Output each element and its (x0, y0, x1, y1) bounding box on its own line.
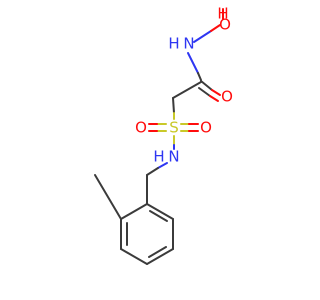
bond-n-ch2-benzyl (157, 162, 168, 169)
atom-o-sulfonyl-left: O (135, 119, 147, 137)
bond-n-ch2-benzyl-dark (146, 167, 159, 176)
bond-n-c-amide (187, 52, 199, 74)
atom-n-sulfonamide: N (168, 148, 179, 166)
bond-n-oh-o-half (210, 24, 221, 32)
ring-double-2 (148, 246, 167, 258)
molecule-structure: H O O H N O O S O H N (94, 5, 233, 265)
bond-ring-methyl (94, 174, 122, 220)
atom-h-top: H (217, 5, 228, 23)
bond-carbonyl-1-red (211, 89, 221, 96)
ring-bond-6 (120, 203, 148, 220)
bond-carbonyl-2 (198, 87, 211, 97)
atom-n-amide: N (183, 35, 194, 53)
ring-bond-4 (120, 248, 148, 265)
bond-carbonyl-2-red (209, 95, 219, 102)
atom-h-amide: H (168, 35, 179, 53)
bond-carbonyl-1 (200, 80, 213, 91)
bond-ch2-s (172, 97, 175, 114)
atom-h-sulfonamide: H (153, 148, 164, 166)
ring-double-1 (149, 210, 168, 222)
bond-n-c-amide-dark (197, 72, 202, 81)
atom-o-sulfonyl-right: O (200, 119, 212, 137)
ring-bond-3 (146, 248, 174, 265)
ring-bond-1 (146, 203, 174, 220)
atom-o-carbonyl: O (221, 88, 233, 106)
atom-s-sulfonyl: S (169, 119, 179, 137)
bond-n-oh (193, 30, 212, 43)
bond-c-ch2 (172, 81, 202, 99)
atom-o-hydroxyl-visible: O (219, 16, 231, 34)
